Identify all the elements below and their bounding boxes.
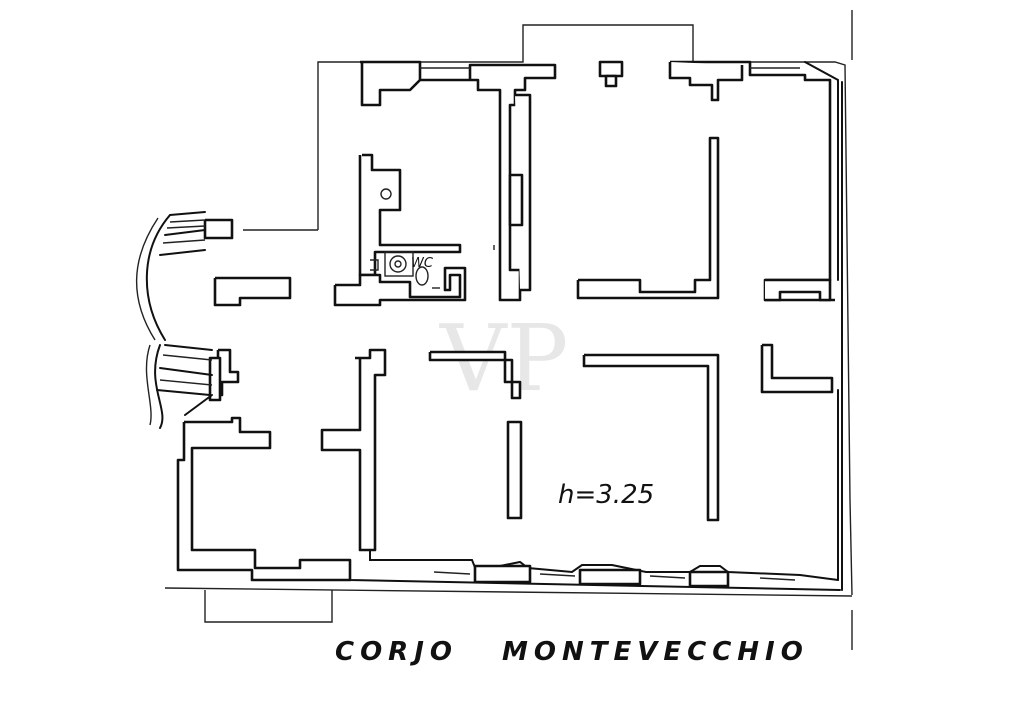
curved-staircase — [135, 211, 213, 429]
wc-label: WC — [411, 256, 434, 271]
south-exterior-wall — [304, 354, 841, 591]
street-name-montevecchio: MONTEVECCHIO — [502, 637, 809, 667]
east-exterior-wall — [804, 61, 843, 591]
ceiling-height-label: h=3.25 — [558, 480, 654, 510]
door-openings — [432, 245, 495, 289]
interior-walls — [428, 93, 834, 522]
north-exterior-wall — [360, 60, 835, 302]
west-wing — [176, 218, 387, 582]
street-name-corso: CORJO — [335, 637, 458, 667]
wc-block: WC — [333, 153, 467, 307]
